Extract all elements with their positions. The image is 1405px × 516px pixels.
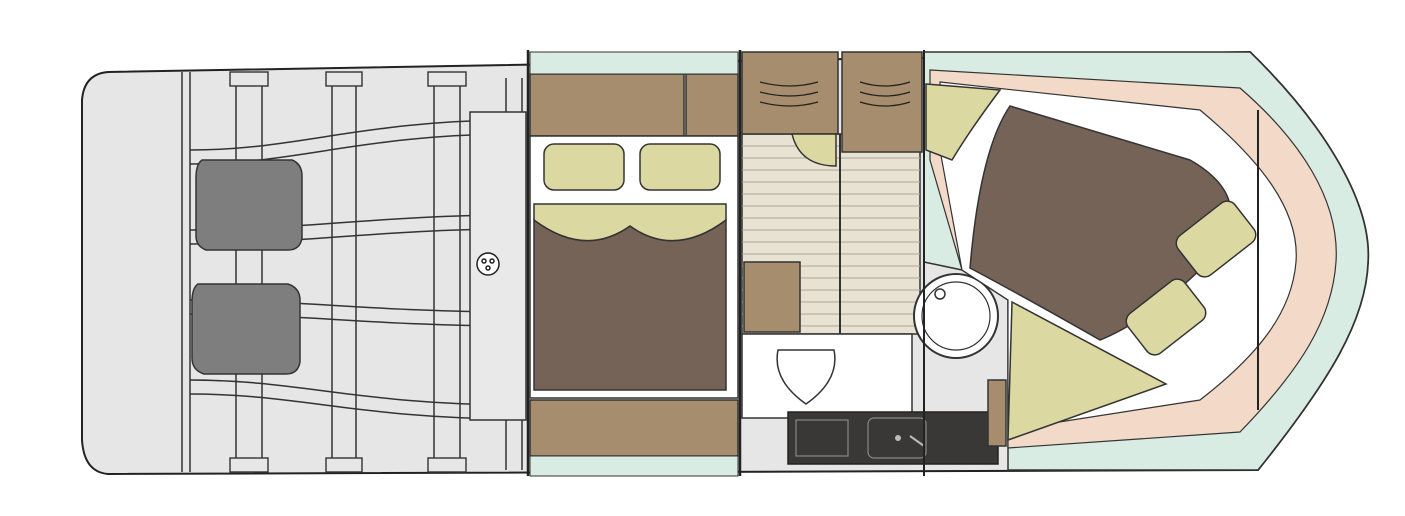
deck-edges	[923, 50, 1259, 476]
engine-starboard	[191, 283, 301, 375]
shower-icon	[913, 273, 999, 359]
sink-icon	[867, 417, 927, 459]
galley	[787, 379, 1007, 465]
head	[741, 273, 999, 419]
saloon	[741, 51, 923, 335]
bulkheads	[526, 50, 742, 476]
frame-brackets	[229, 71, 467, 473]
fuel-fitting-icon	[476, 252, 500, 276]
double-berth	[533, 218, 727, 391]
hangers-icon	[759, 81, 911, 107]
engine-room	[181, 72, 527, 472]
stove-icon	[795, 419, 849, 457]
aft-cabin	[529, 51, 739, 477]
engine-port	[195, 159, 303, 251]
locker-left	[741, 51, 839, 135]
toilet-icon	[776, 349, 836, 405]
